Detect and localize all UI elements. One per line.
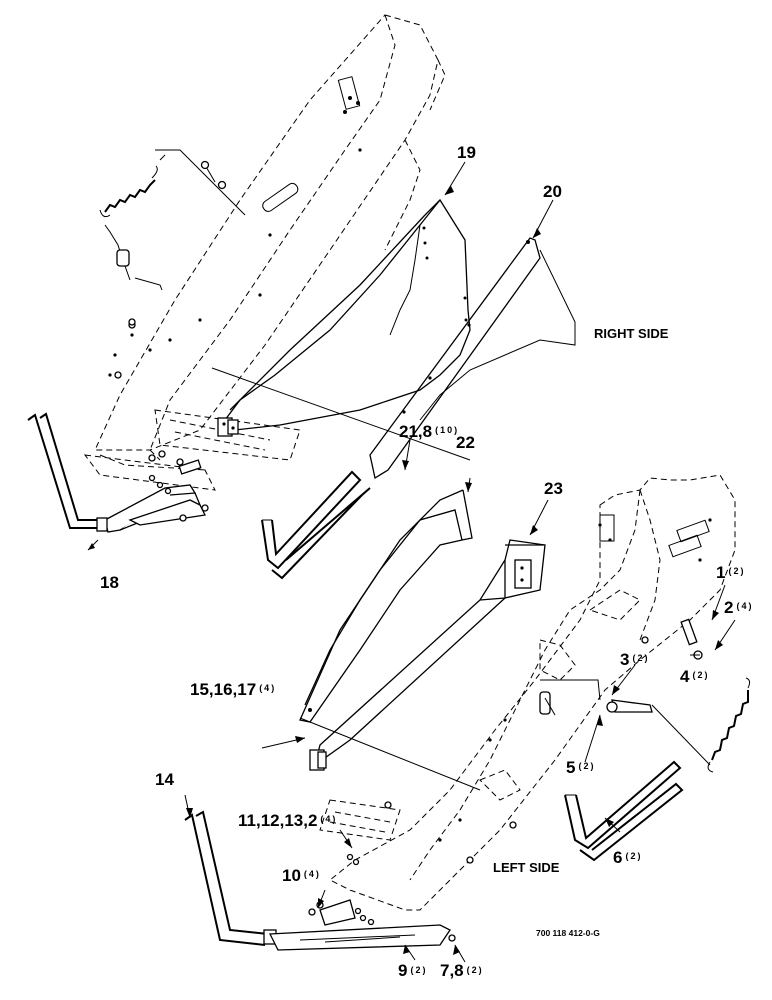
left-side-label: LEFT SIDE bbox=[493, 860, 560, 875]
part-18-rod bbox=[27, 412, 108, 532]
left-spring-lever bbox=[539, 618, 751, 773]
callout-21-8: 21,8(10) bbox=[399, 422, 459, 441]
callout-22: 22 bbox=[456, 433, 475, 452]
callout-19: 19 bbox=[457, 143, 476, 162]
callout-9: 9(2) bbox=[398, 961, 427, 980]
callout-labels: 19 20 21,8(10) 22 23 18 15,16,17(4) 14 1… bbox=[100, 143, 753, 980]
callout-10: 10(4) bbox=[282, 866, 321, 885]
part-20-deflector bbox=[369, 237, 576, 480]
left-side-frame bbox=[319, 474, 736, 911]
callout-5: 5(2) bbox=[566, 758, 595, 777]
right-side-frame bbox=[83, 14, 446, 491]
callout-20: 20 bbox=[543, 182, 562, 201]
part-19-chute bbox=[211, 198, 471, 461]
figure-number: 700 118 412-0-G bbox=[536, 928, 600, 938]
callout-3: 3(2) bbox=[620, 650, 649, 669]
callout-7-8: 7,8(2) bbox=[440, 961, 484, 980]
callout-2: 2(4) bbox=[724, 598, 753, 617]
leader-lines bbox=[87, 161, 736, 963]
part-23-chute-half bbox=[299, 539, 546, 791]
right-bent-rod bbox=[261, 470, 371, 580]
right-side-label: RIGHT SIDE bbox=[594, 326, 669, 341]
callout-4: 4(2) bbox=[680, 667, 709, 686]
callout-14: 14 bbox=[155, 770, 174, 789]
callout-18: 18 bbox=[100, 573, 119, 592]
part-14-rod bbox=[184, 810, 277, 946]
right-bracket-assembly bbox=[104, 450, 209, 533]
part-22-chute-half bbox=[299, 489, 473, 723]
callout-23: 23 bbox=[544, 479, 563, 498]
right-spring-assembly bbox=[99, 149, 246, 326]
callout-11-12-13-2: 11,12,13,2(4) bbox=[238, 811, 337, 830]
callout-6: 6(2) bbox=[613, 848, 642, 867]
callout-15-16-17: 15,16,17(4) bbox=[190, 680, 276, 699]
part-6-bent-rods bbox=[564, 760, 684, 862]
callout-1: 1(2) bbox=[716, 563, 745, 582]
